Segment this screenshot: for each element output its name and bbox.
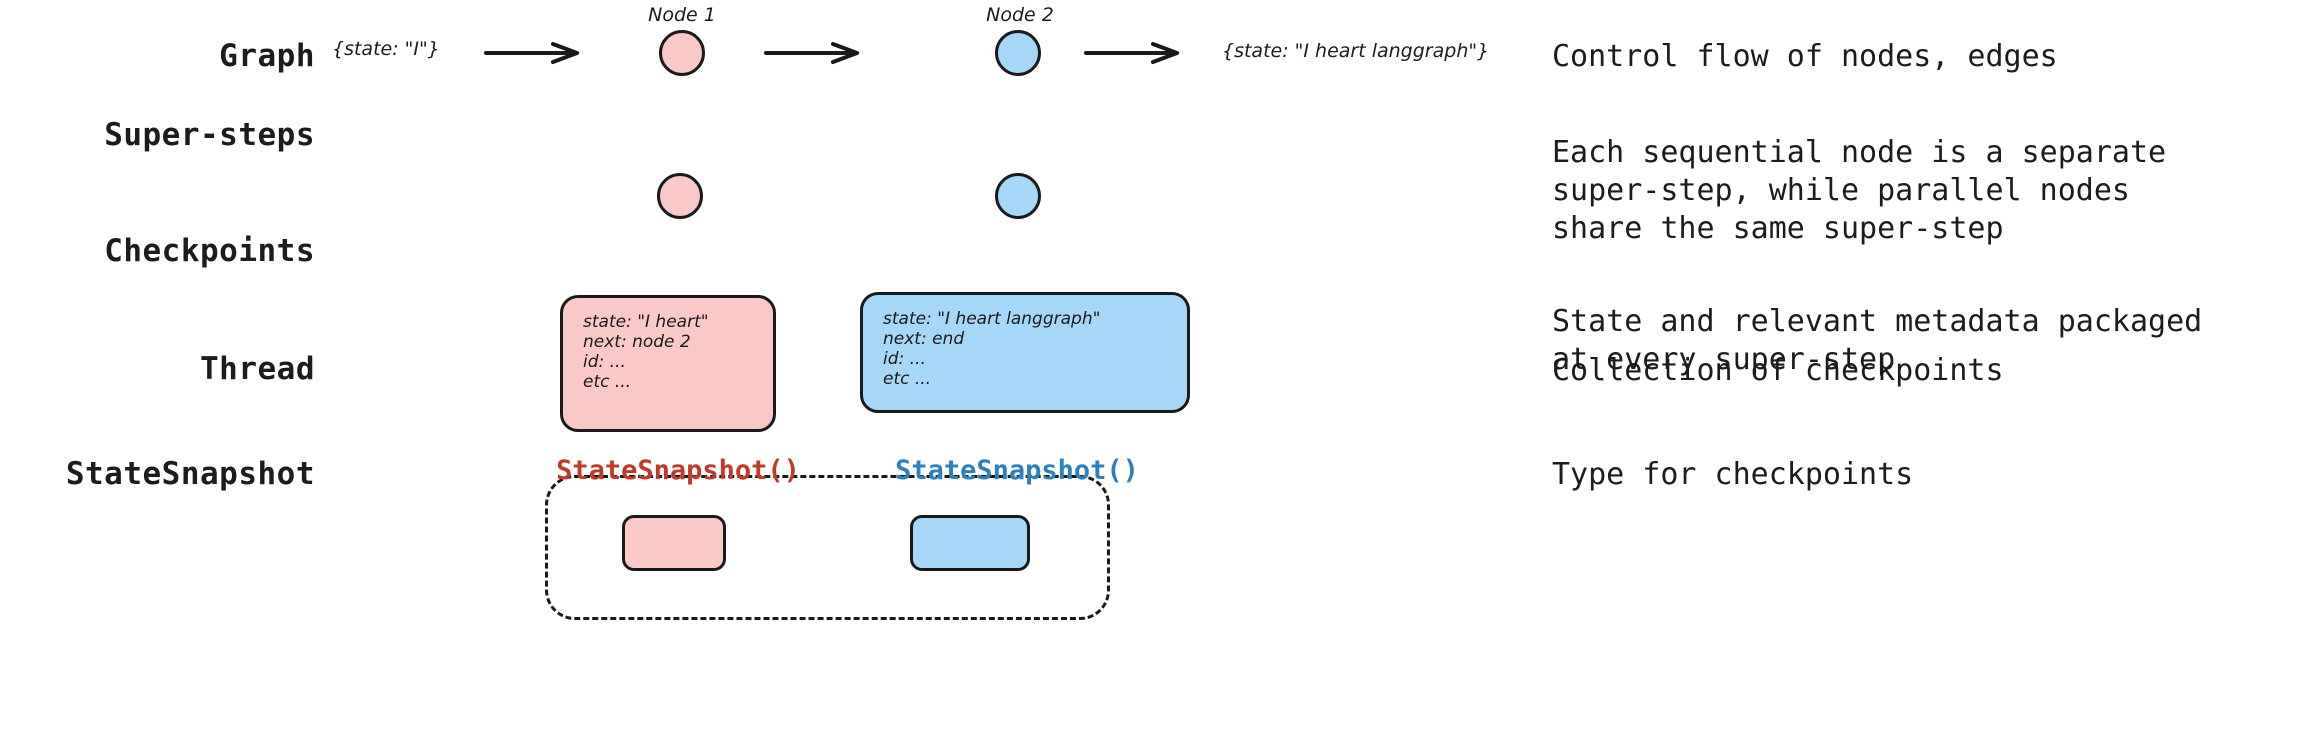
graph-output-state-label: {state: "I heart langgraph"} — [1222, 40, 1490, 62]
superstep-node-2 — [995, 173, 1041, 219]
node-2-caption: Node 2 — [986, 4, 1054, 26]
description-statesnapshot: Type for checkpoints — [1552, 457, 1914, 492]
row-label-statesnapshot: StateSnapshot — [65, 456, 315, 492]
description-thread: Collection of checkpoints — [1552, 353, 2004, 388]
description-checkpoints: State and relevant metadata packaged at … — [1552, 304, 2203, 377]
thread-container — [545, 475, 1110, 620]
description-graph: Control flow of nodes, edges — [1552, 39, 2058, 74]
row-label-checkpoints: Checkpoints — [104, 233, 315, 269]
statesnapshot-label-pink: StateSnapshot() — [556, 455, 800, 486]
graph-arrow-3 — [1084, 42, 1185, 64]
graph-arrow-2 — [764, 42, 865, 64]
row-label-thread: Thread — [200, 351, 315, 387]
node-1-caption: Node 1 — [648, 4, 716, 26]
thread-chip-pink — [622, 515, 726, 571]
row-label-graph: Graph — [219, 38, 315, 74]
thread-chip-blue — [910, 515, 1030, 571]
graph-arrow-1 — [484, 42, 585, 64]
superstep-node-1 — [657, 173, 703, 219]
graph-node-2 — [995, 30, 1041, 76]
graph-node-1 — [659, 30, 705, 76]
checkpoint-card-pink: state: "I heart" next: node 2 id: ... et… — [560, 295, 776, 432]
checkpoint-card-blue: state: "I heart langgraph" next: end id:… — [860, 292, 1190, 413]
row-label-super-steps: Super-steps — [104, 117, 315, 153]
graph-input-state-label: {state: "I"} — [332, 38, 440, 60]
statesnapshot-label-blue: StateSnapshot() — [895, 455, 1139, 486]
description-super-steps: Each sequential node is a separate super… — [1552, 135, 2167, 246]
